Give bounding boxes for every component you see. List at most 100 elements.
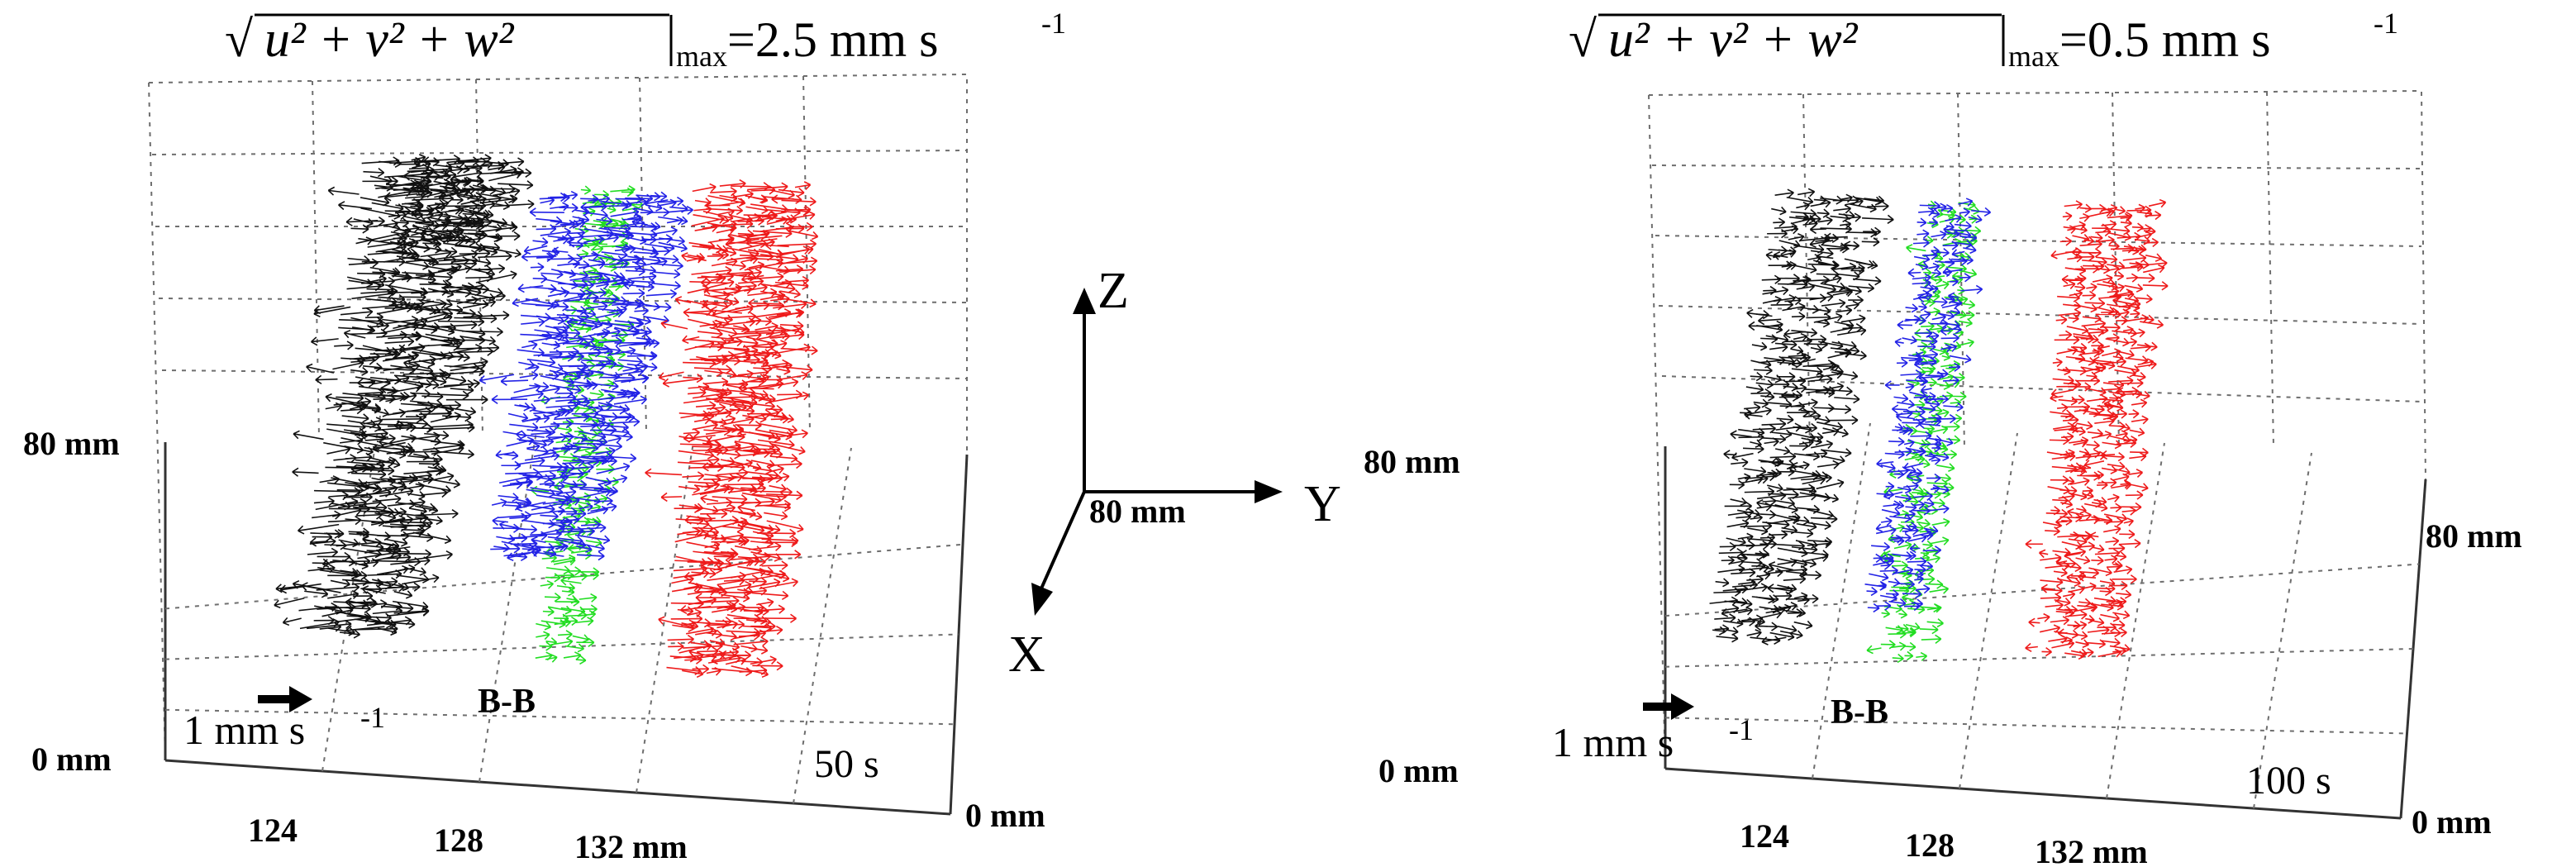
vector-arrow — [720, 371, 736, 376]
vector-arrow — [674, 533, 709, 543]
vector-head — [779, 488, 787, 493]
vector-head — [411, 394, 417, 401]
vector-arrow — [622, 292, 645, 295]
vector-head — [359, 434, 366, 441]
vector-arrow — [559, 470, 591, 478]
vector-head — [526, 478, 533, 483]
vector-head — [633, 421, 640, 427]
vector-head — [804, 208, 812, 215]
vector-head — [484, 154, 492, 159]
vector-head — [423, 248, 431, 253]
vector-arrow — [569, 364, 606, 368]
vector-head — [465, 288, 472, 294]
vector-head — [571, 193, 579, 200]
vector-head — [369, 360, 376, 365]
vector-head — [378, 319, 384, 326]
vector-head — [347, 344, 354, 350]
vector-head — [559, 623, 566, 629]
vector-head — [721, 512, 728, 519]
vector-head — [562, 462, 569, 468]
vector-head — [564, 492, 571, 498]
vector-head — [719, 274, 726, 279]
vector-arrow — [361, 353, 398, 360]
vector-head — [391, 297, 398, 302]
vector-head — [462, 394, 469, 400]
vector-head — [599, 257, 606, 264]
vector-head — [564, 504, 572, 510]
vector-head — [728, 225, 736, 230]
vector-arrow — [537, 469, 568, 474]
vector-arrow — [745, 329, 787, 333]
vector-arrow — [530, 487, 563, 493]
vector-head — [389, 437, 396, 444]
vector-head — [413, 227, 420, 234]
vector-head — [730, 228, 736, 235]
vector-arrow — [409, 400, 443, 406]
vector-head — [425, 470, 432, 476]
vector-head — [782, 414, 789, 420]
vector-arrow — [657, 202, 677, 207]
vector-head — [789, 283, 796, 290]
vector-head — [797, 308, 805, 313]
vector-arrow — [769, 467, 784, 473]
vector-head — [470, 320, 478, 326]
vector-head — [595, 461, 602, 468]
vector-head — [331, 547, 338, 553]
vector-arrow — [444, 284, 484, 293]
vector-head — [739, 201, 745, 207]
vector-head — [457, 214, 464, 220]
vector-arrow — [702, 302, 720, 306]
vector-head — [555, 216, 563, 222]
vector-head — [559, 521, 566, 527]
vector-head — [471, 201, 479, 207]
vector-head — [334, 478, 340, 484]
vector-head — [464, 182, 471, 188]
vector-head — [717, 462, 724, 468]
vector-arrow — [427, 281, 449, 286]
vector-arrow — [613, 398, 647, 405]
vector-head — [702, 284, 709, 289]
vector-head — [464, 178, 471, 183]
vector-head — [375, 502, 382, 507]
vector-head — [681, 221, 688, 226]
vector-head — [759, 418, 767, 423]
vector-arrow — [435, 224, 448, 228]
vector-head — [598, 550, 605, 557]
vector-head — [552, 511, 559, 517]
vector-head — [788, 428, 794, 435]
vector-head — [684, 519, 692, 525]
vector-head — [770, 288, 778, 293]
vector-head — [315, 379, 322, 385]
vector-head — [620, 474, 627, 479]
vector-head — [389, 517, 397, 522]
vector-head — [427, 231, 435, 236]
vector-head — [725, 243, 732, 249]
vector-arrow — [367, 241, 407, 248]
vector-head — [492, 516, 499, 522]
vector-arrow — [503, 454, 518, 457]
vector-head — [478, 233, 485, 239]
vector-head — [592, 447, 599, 453]
vector-head — [489, 336, 496, 342]
vector-head — [647, 286, 655, 292]
vector-arrow — [529, 384, 549, 388]
vector-head — [676, 216, 683, 221]
vector-head — [412, 351, 419, 356]
vector-head — [463, 169, 470, 174]
vector-arrow — [650, 194, 667, 198]
vector-head — [502, 501, 507, 507]
vector-head — [707, 556, 714, 563]
vector-arrow — [384, 193, 418, 198]
vector-arrow — [420, 251, 452, 258]
vector-head — [433, 459, 440, 465]
vector-arrow — [601, 322, 635, 328]
vector-arrow — [724, 484, 764, 486]
vector-head — [791, 453, 798, 460]
vector-head — [353, 538, 359, 545]
vector-head — [590, 341, 597, 348]
vector-head — [784, 279, 792, 283]
vector-arrow — [469, 195, 483, 198]
vector-head — [469, 185, 476, 190]
vector-arrow — [482, 246, 521, 255]
vector-head — [810, 298, 817, 305]
